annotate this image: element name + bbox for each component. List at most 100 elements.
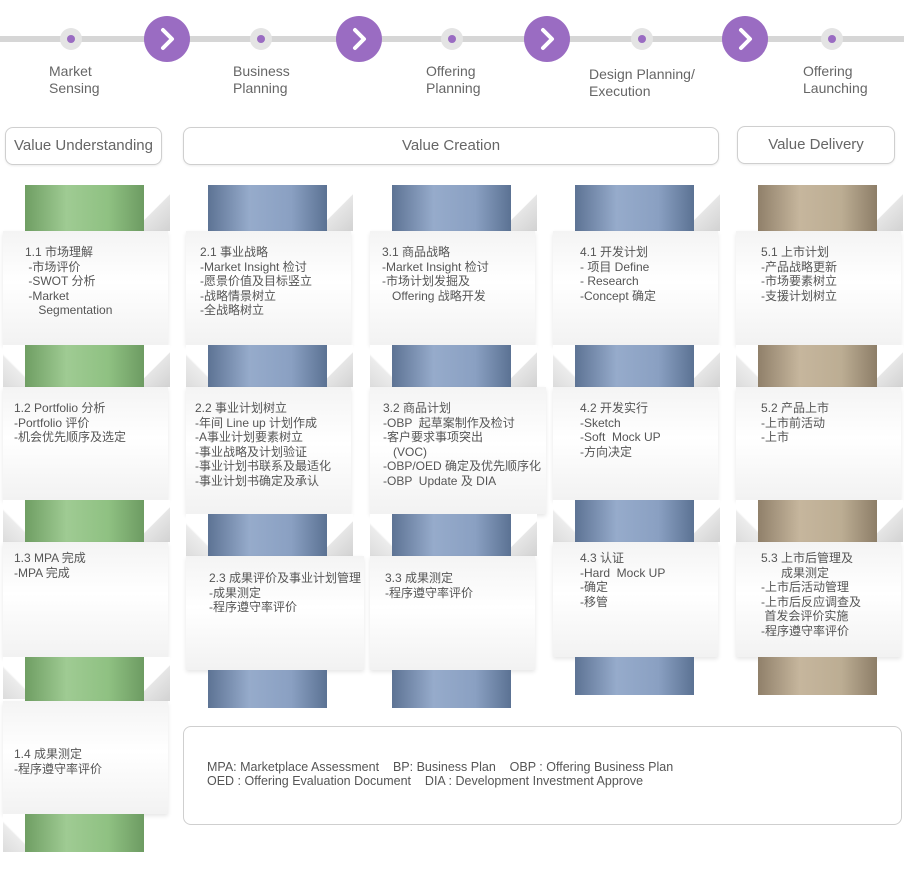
folded-corner (736, 500, 758, 542)
stage-label-design-planning: Design Planning/ Execution (589, 66, 695, 99)
step-card-text: 1.2 Portfolio 分析 -Portfolio 评价 -机会优先顺序及选… (14, 401, 126, 444)
color-band (25, 500, 144, 542)
chevron-right-icon (144, 16, 190, 62)
folded-corner (370, 345, 392, 387)
color-band (392, 514, 511, 556)
step-card-text: 3.3 成果测定 -程序遵守率评价 (385, 571, 473, 600)
step-card-text: 5.1 上市计划 -产品战略更新 -市场要素树立 -支援计划树立 (761, 245, 837, 303)
step-card-2-2: 2.2 事业计划树立 -年间 Line up 计划作成 -A事业计划要素树立 -… (186, 387, 351, 514)
phase-value-understanding: Value Understanding (5, 127, 162, 165)
color-band (758, 345, 877, 387)
step-card-3-1: 3.1 商品战略 -Market Insight 检讨 -市场计划发掘及 Off… (370, 231, 535, 345)
folded-corner (511, 345, 537, 387)
folded-corner (694, 185, 720, 231)
color-band (575, 657, 694, 695)
step-card-1-3: 1.3 MPA 完成 -MPA 完成 (3, 542, 168, 657)
step-card-text: 2.2 事业计划树立 -年间 Line up 计划作成 -A事业计划要素树立 -… (195, 401, 331, 488)
stage-dot-icon (441, 28, 463, 50)
color-band (25, 185, 144, 231)
color-band (25, 814, 144, 852)
step-card-1-2: 1.2 Portfolio 分析 -Portfolio 评价 -机会优先顺序及选… (3, 387, 168, 500)
phase-value-creation: Value Creation (183, 127, 719, 165)
step-card-4-2: 4.2 开发实行 -Sketch -Soft Mock UP -方向决定 (553, 387, 718, 500)
phase-value-delivery: Value Delivery (737, 126, 895, 164)
folded-corner (694, 500, 720, 542)
color-band (25, 657, 144, 701)
folded-corner (877, 185, 903, 231)
folded-corner (553, 345, 575, 387)
folded-corner (144, 185, 170, 231)
legend-line-1: MPA: Marketplace Assessment BP: Business… (207, 760, 674, 774)
color-band (392, 345, 511, 387)
folded-corner (511, 514, 537, 556)
step-card-text: 5.2 产品上市 -上市前活动 -上市 (761, 401, 830, 444)
chevron-right-icon (524, 16, 570, 62)
abbreviation-legend: MPA: Marketplace Assessment BP: Business… (183, 726, 902, 825)
stage-dot-icon (250, 28, 272, 50)
chevron-right-icon (722, 16, 768, 62)
color-band (25, 345, 144, 387)
folded-corner (3, 500, 25, 542)
step-card-5-1: 5.1 上市计划 -产品战略更新 -市场要素树立 -支援计划树立 (736, 231, 901, 345)
color-band (392, 185, 511, 231)
step-card-5-3: 5.3 上市后管理及 成果测定 -上市后活动管理 -上市后反应调查及 首发会评价… (736, 542, 901, 657)
folded-corner (3, 814, 25, 852)
step-card-text: 4.1 开发计划 - 项目 Define - Research -Concept… (580, 245, 657, 303)
color-band (208, 345, 327, 387)
step-card-3-2: 3.2 商品计划 -OBP 起草案制作及检讨 -客户要求事项突出 (VOC) -… (370, 387, 546, 514)
stage-label-offering-launching: Offering Launching (803, 63, 868, 96)
step-card-text: 4.2 开发实行 -Sketch -Soft Mock UP -方向决定 (580, 401, 661, 459)
folded-corner (144, 657, 170, 701)
color-band (758, 500, 877, 542)
folded-corner (3, 657, 25, 699)
legend-line-2: OED : Offering Evaluation Document DIA :… (207, 774, 644, 788)
step-card-3-3: 3.3 成果测定 -程序遵守率评价 (370, 556, 535, 670)
stage-label-offering-planning: Offering Planning (426, 63, 481, 96)
step-card-1-4: 1.4 成果测定 -程序遵守率评价 (3, 701, 168, 814)
folded-corner (877, 345, 903, 387)
step-card-text: 4.3 认证 -Hard Mock UP -确定 -移管 (580, 551, 666, 609)
folded-corner (553, 500, 575, 542)
folded-corner (370, 514, 392, 556)
step-card-2-1: 2.1 事业战略 -Market Insight 检讨 -愿景价值及目标竖立 -… (186, 231, 351, 345)
step-card-4-1: 4.1 开发计划 - 项目 Define - Research -Concept… (553, 231, 718, 345)
folded-corner (736, 345, 758, 387)
folded-corner (186, 345, 208, 387)
folded-corner (327, 514, 353, 556)
step-card-text: 5.3 上市后管理及 成果测定 -上市后活动管理 -上市后反应调查及 首发会评价… (761, 551, 861, 638)
stage-dot-icon (631, 28, 653, 50)
folded-corner (511, 185, 537, 231)
color-band (208, 185, 327, 231)
step-card-4-3: 4.3 认证 -Hard Mock UP -确定 -移管 (553, 542, 718, 657)
color-band (575, 185, 694, 231)
stage-label-market-sensing: Market Sensing (49, 63, 100, 96)
step-card-text: 2.1 事业战略 -Market Insight 检讨 -愿景价值及目标竖立 -… (200, 245, 312, 317)
color-band (208, 670, 327, 708)
step-card-text: 1.4 成果测定 -程序遵守率评价 (14, 747, 102, 776)
folded-corner (144, 345, 170, 387)
color-band (575, 500, 694, 542)
chevron-right-icon (336, 16, 382, 62)
color-band (758, 185, 877, 231)
stage-dot-icon (821, 28, 843, 50)
folded-corner (327, 345, 353, 387)
step-card-text: 1.1 市场理解 -市场评价 -SWOT 分析 -Market Segmenta… (25, 245, 113, 317)
step-card-5-2: 5.2 产品上市 -上市前活动 -上市 (736, 387, 901, 500)
folded-corner (694, 345, 720, 387)
folded-corner (3, 345, 25, 387)
folded-corner (877, 500, 903, 542)
step-card-text: 1.3 MPA 完成 -MPA 完成 (14, 551, 86, 580)
color-band (208, 514, 327, 556)
color-band (392, 670, 511, 708)
color-band (758, 657, 877, 695)
folded-corner (327, 185, 353, 231)
stage-dot-icon (60, 28, 82, 50)
folded-corner (186, 514, 208, 556)
step-card-text: 3.1 商品战略 -Market Insight 检讨 -市场计划发掘及 Off… (382, 245, 489, 303)
color-band (575, 345, 694, 387)
step-card-text: 2.3 成果评价及事业计划管理 -成果测定 -程序遵守率评价 (209, 571, 362, 614)
step-card-text: 3.2 商品计划 -OBP 起草案制作及检讨 -客户要求事项突出 (VOC) -… (383, 401, 542, 488)
stage-label-business-planning: Business Planning (233, 63, 290, 96)
step-card-1-1: 1.1 市场理解 -市场评价 -SWOT 分析 -Market Segmenta… (3, 231, 168, 345)
folded-corner (144, 500, 170, 542)
